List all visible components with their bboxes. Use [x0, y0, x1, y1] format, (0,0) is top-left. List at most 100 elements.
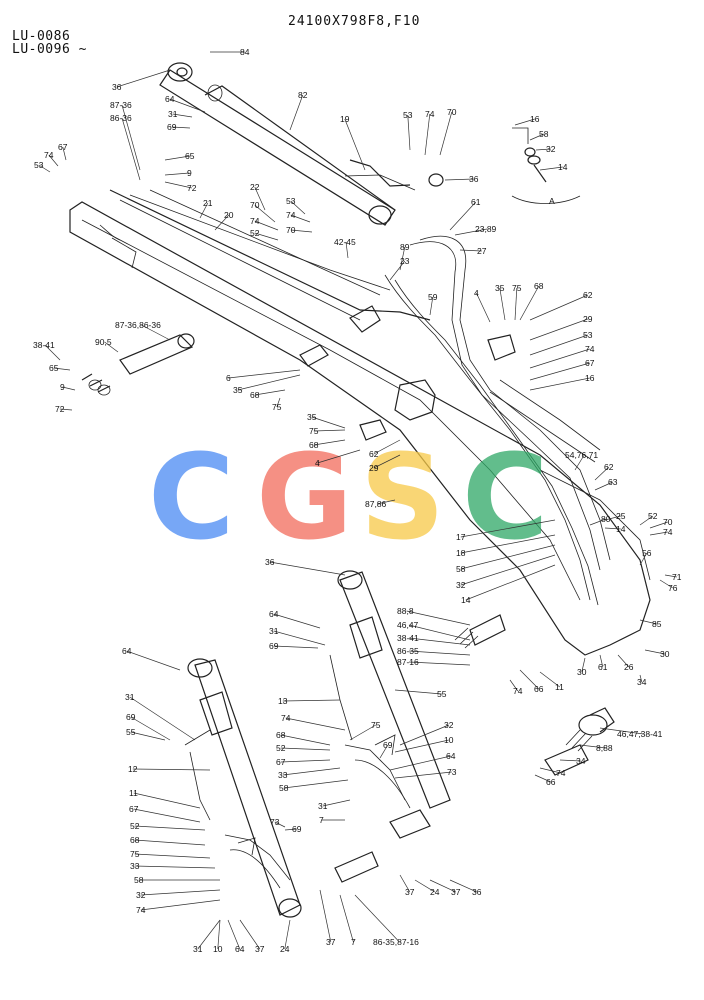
- callout-128: 52: [130, 821, 206, 831]
- part-number-label: 74: [44, 150, 54, 160]
- boom-foot-cylinder: [81, 333, 195, 396]
- callout-leader-line: [408, 661, 471, 666]
- part-number-label: 33: [278, 770, 288, 780]
- callout-leader-line: [594, 466, 610, 481]
- part-number-label: 27: [477, 246, 487, 256]
- callout-85: 31: [269, 626, 326, 646]
- callout-leader-line: [345, 241, 349, 259]
- callout-8: 70: [439, 107, 457, 156]
- callout-32: 70: [286, 225, 313, 235]
- callout-leader-line: [594, 481, 613, 491]
- part-number-label: 87-16: [397, 657, 419, 667]
- callout-148: 74: [539, 767, 566, 778]
- callout-11: 32: [535, 144, 556, 154]
- callout-leader-line: [199, 202, 209, 219]
- callout-72: 52: [639, 511, 658, 526]
- part-number-label: 69: [167, 122, 177, 132]
- callout-110: 32: [399, 720, 454, 746]
- part-number-label: 74: [585, 344, 595, 354]
- part-number-label: 86-36: [110, 113, 132, 123]
- part-number-label: 31: [318, 801, 328, 811]
- callout-58: 75: [272, 397, 282, 412]
- part-number-label: 66: [534, 684, 544, 694]
- callout-138: 10: [213, 919, 223, 954]
- callout-62: 4: [315, 449, 361, 468]
- part-number-label: 24: [280, 944, 290, 954]
- part-number-label: 26: [624, 662, 634, 672]
- callout-118: 24: [414, 879, 440, 897]
- callout-67: 62: [594, 462, 614, 481]
- watermark-letter-c-2: C: [462, 428, 549, 566]
- part-number-label: 90,5: [95, 337, 112, 347]
- part-number-label: 68: [534, 281, 544, 291]
- part-number-label: 12: [128, 764, 138, 774]
- callout-76: 71: [664, 572, 682, 582]
- drawing-code: 24100X798F8,F10: [288, 14, 421, 29]
- part-number-label: 36: [112, 82, 122, 92]
- callout-144: 86-35,87-16: [354, 894, 419, 947]
- callout-134: 74: [136, 899, 221, 915]
- part-number-label: 68: [309, 440, 319, 450]
- part-number-label: 18: [456, 548, 466, 558]
- callout-leader-line: [649, 521, 668, 529]
- callout-leader-line: [141, 324, 171, 341]
- callout-leader-line: [454, 228, 488, 236]
- callout-61: 68: [309, 439, 346, 450]
- watermark-letter-g: G: [256, 428, 353, 566]
- callout-126: 11: [129, 788, 201, 809]
- callout-leader-line: [529, 377, 590, 391]
- callout-113: 73: [394, 767, 457, 779]
- part-number-label: 29: [369, 463, 379, 473]
- callout-leader-line: [399, 724, 449, 746]
- part-number-label: 14: [558, 162, 568, 172]
- part-number-label: 36: [472, 887, 482, 897]
- callout-141: 24: [280, 919, 291, 954]
- callout-4: 31: [168, 109, 193, 119]
- callout-leader-line: [164, 172, 190, 176]
- part-number-label: 7: [319, 815, 324, 825]
- part-number-label: 75: [272, 402, 282, 412]
- part-number-label: 6: [226, 373, 231, 383]
- callout-leader-line: [529, 133, 544, 141]
- callout-leader-line: [227, 919, 241, 950]
- callout-leader-line: [133, 792, 201, 809]
- callout-leader-line: [121, 104, 141, 171]
- callout-78: 17: [456, 519, 556, 542]
- callout-leader-line: [429, 296, 434, 316]
- part-number-label: 38-41: [33, 340, 55, 350]
- callout-leader-line: [559, 759, 581, 762]
- callout-40: 35: [495, 283, 506, 321]
- callout-55: 6: [226, 369, 301, 383]
- callout-leader-line: [290, 214, 311, 223]
- part-number-label: 68: [250, 390, 260, 400]
- callout-122: 31: [125, 692, 196, 741]
- callout-leader-line: [254, 204, 276, 223]
- part-number-label: 42-45: [334, 237, 356, 247]
- part-number-label: 46,47,38-41: [617, 729, 663, 739]
- callout-leader-line: [311, 416, 346, 429]
- callout-101: 66: [519, 669, 544, 694]
- callout-29: 52: [250, 228, 279, 241]
- callout-68: 63: [594, 477, 618, 491]
- callout-leader-line: [44, 344, 61, 361]
- callout-9: 16: [514, 114, 540, 126]
- callout-94: 85: [639, 619, 662, 629]
- callout-140: 37: [239, 919, 265, 954]
- callout-leader-line: [354, 894, 400, 943]
- callout-leader-line: [48, 154, 59, 167]
- part-number-label: 14: [461, 595, 471, 605]
- part-number-label: 14: [616, 524, 626, 534]
- part-number-label: 80: [601, 514, 611, 524]
- callout-leader-line: [172, 113, 193, 118]
- callout-leader-line: [254, 389, 286, 396]
- callout-98: 30: [644, 649, 670, 659]
- callout-136: 69: [284, 824, 302, 834]
- callout-leader-line: [254, 186, 266, 211]
- part-number-label: 32: [456, 580, 466, 590]
- part-number-label: 10: [213, 944, 223, 954]
- part-number-label: 58: [134, 875, 144, 885]
- callout-117: 37: [399, 874, 415, 897]
- callout-leader-line: [406, 610, 471, 626]
- callout-115: 31: [318, 799, 351, 811]
